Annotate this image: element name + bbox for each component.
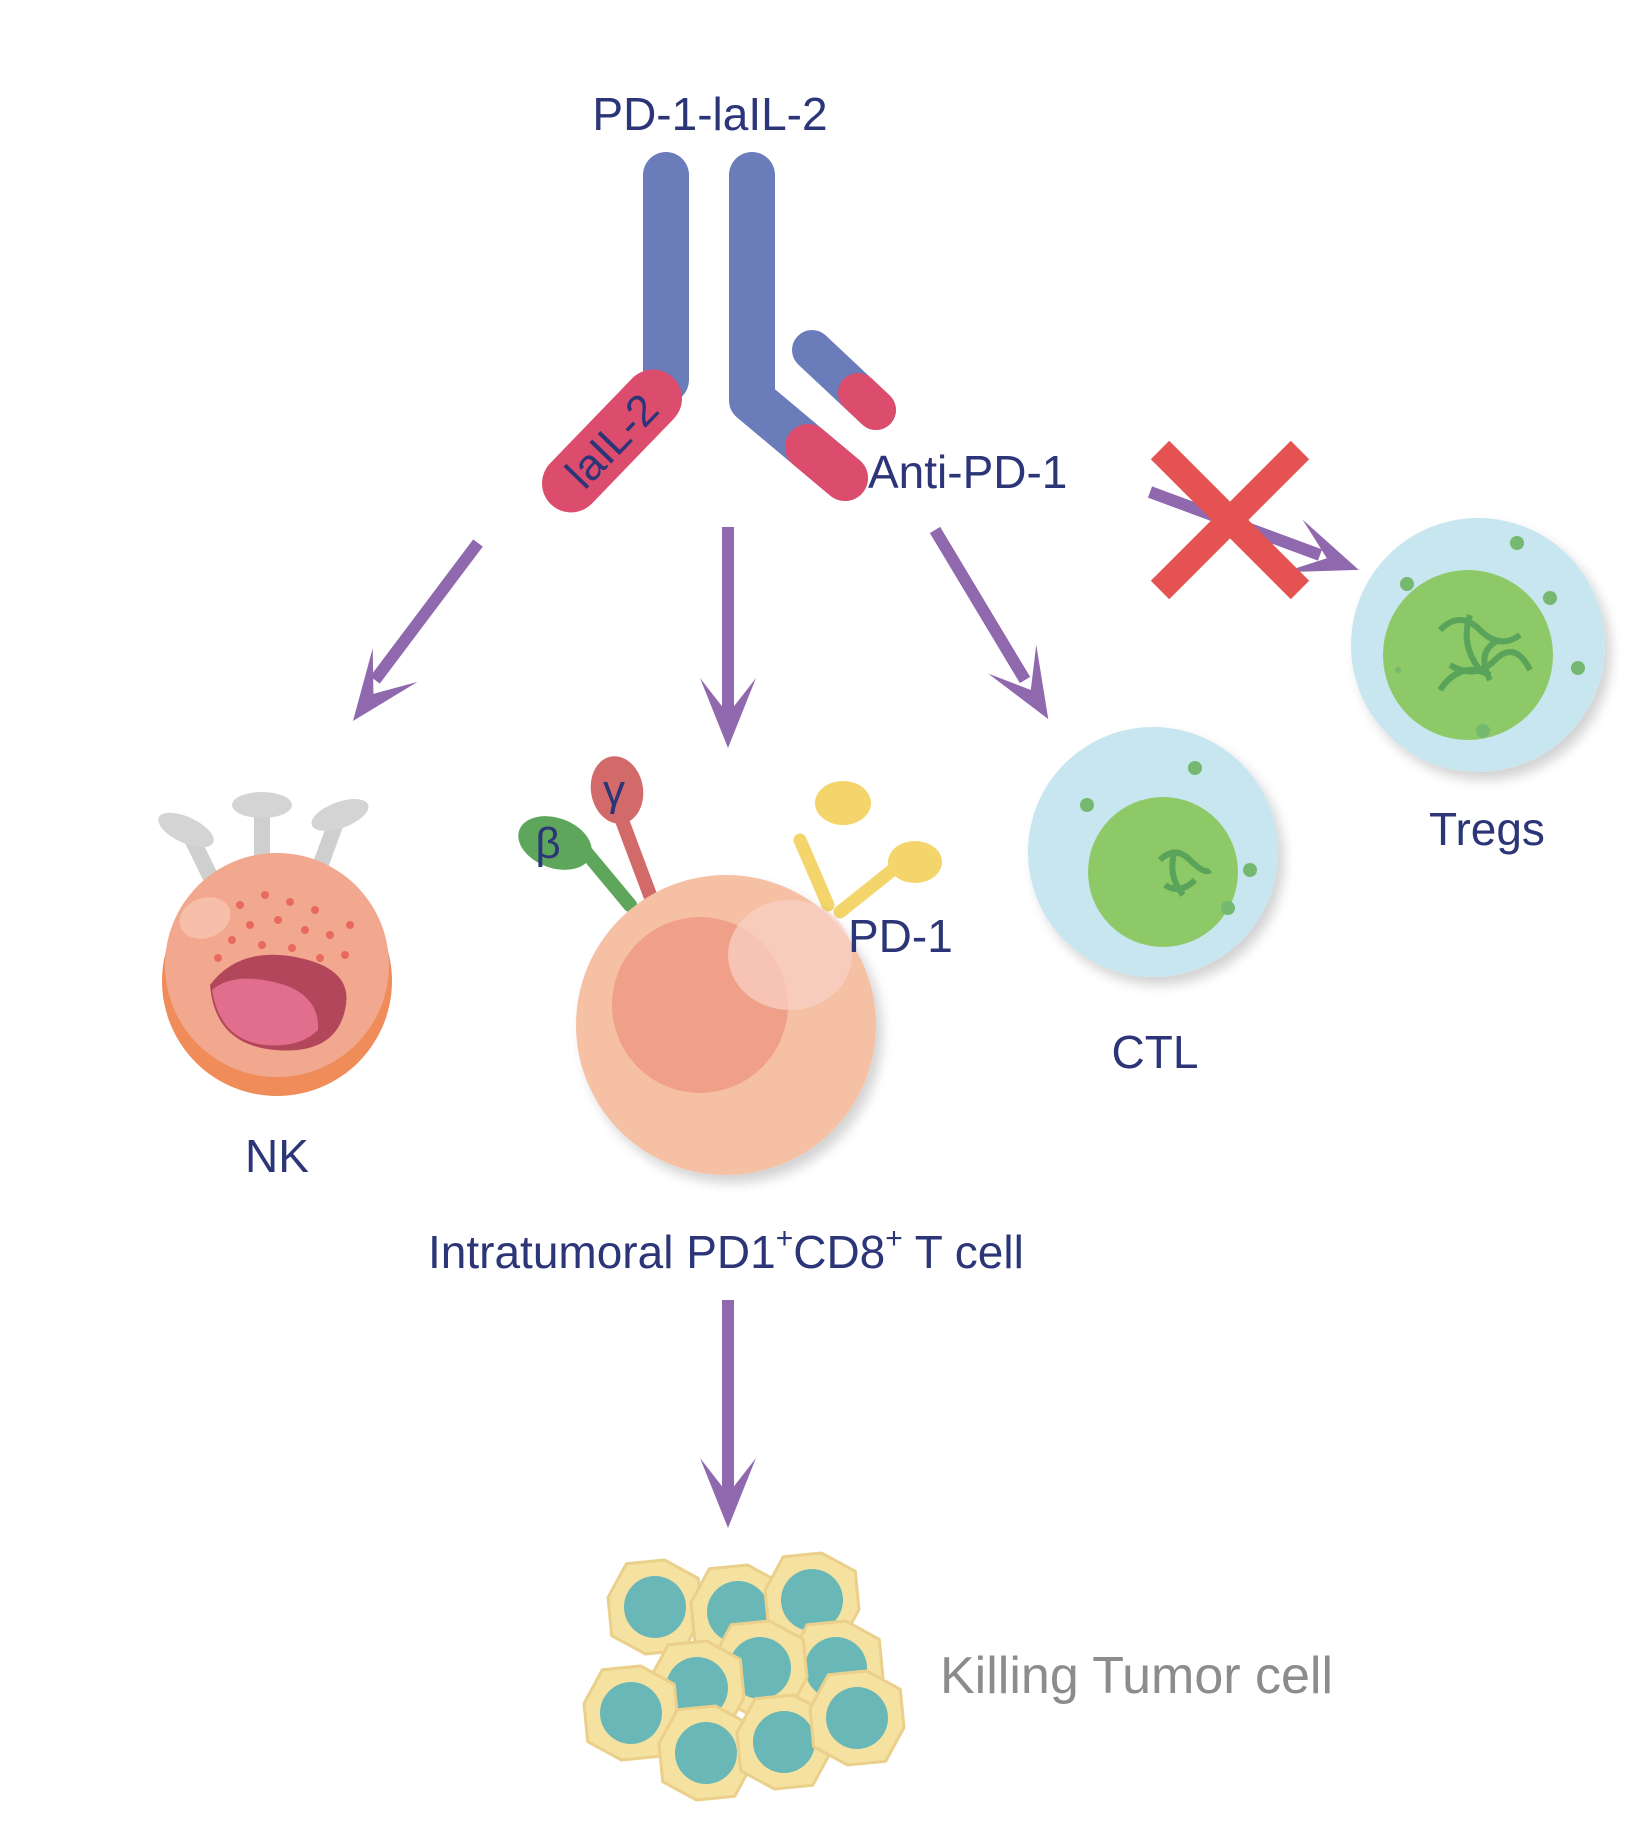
tumor-cell: [735, 1693, 833, 1791]
laIL2-domain: laIL-2: [542, 369, 682, 513]
tcell-icon: β γ: [518, 756, 942, 1175]
arrow-to-tumor: [700, 1300, 756, 1528]
arrow-to-nk: [330, 539, 483, 738]
beta-label: β: [535, 819, 560, 868]
pd1-label: PD-1: [848, 910, 953, 962]
tumor-cell: [582, 1664, 680, 1762]
nk-cell-icon: [158, 792, 392, 1096]
gamma-receptor: γ: [590, 756, 657, 902]
tumor-cell: [606, 1558, 704, 1656]
pd1-receptor-icon: [793, 781, 942, 919]
tregs-label: Tregs: [1429, 803, 1545, 855]
tcell-label-end: T cell: [903, 1226, 1024, 1278]
killing-tumor-label: Killing Tumor cell: [940, 1647, 1333, 1705]
tregs-cell-icon: [1351, 518, 1605, 772]
tumor-cell: [808, 1669, 906, 1767]
antibody-icon: laIL-2: [542, 152, 896, 513]
ctl-label: CTL: [1112, 1026, 1199, 1078]
tcell-label-mid: CD8: [793, 1226, 885, 1278]
blocked-cross-icon: [1150, 440, 1310, 600]
antibody-title: PD-1-laIL-2: [592, 88, 827, 140]
tumor-cell: [657, 1704, 755, 1802]
tumor-cells-icon: [582, 1551, 906, 1802]
arrow-to-tcell: [700, 527, 756, 748]
tcell-label-main: Intratumoral PD1: [428, 1226, 776, 1278]
arrows: [330, 486, 1369, 1528]
anti-pd1-label: Anti-PD-1: [868, 446, 1067, 498]
beta-receptor: β: [518, 816, 637, 912]
gamma-label: γ: [603, 766, 625, 815]
nk-label: NK: [245, 1130, 309, 1182]
tcell-label-sup2: +: [885, 1222, 903, 1255]
arrow-to-ctl: [929, 526, 1073, 734]
tcell-label: Intratumoral PD1+CD8+ T cell: [428, 1222, 1024, 1278]
ctl-cell-icon: [1028, 727, 1278, 977]
tcell-label-sup1: +: [776, 1222, 794, 1255]
